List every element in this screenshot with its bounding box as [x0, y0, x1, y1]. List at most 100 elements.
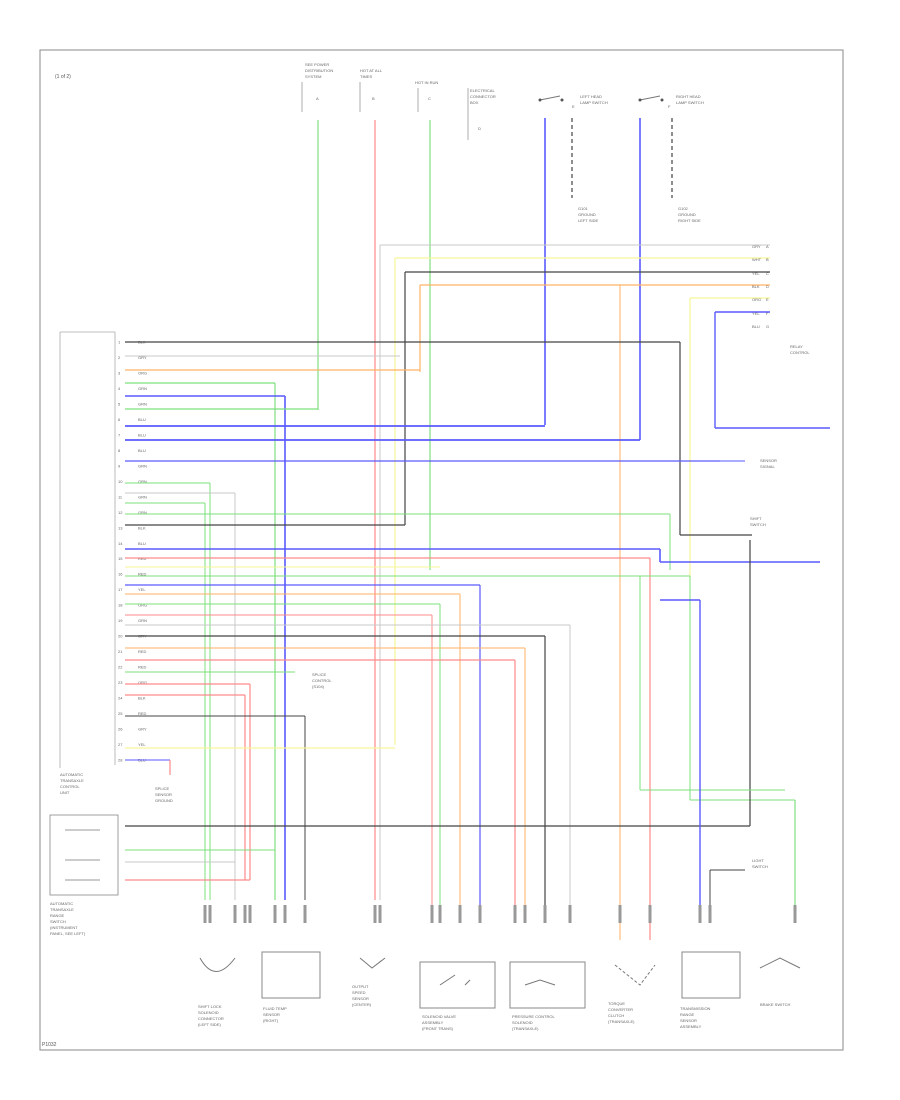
- module-pin-number: 16: [118, 572, 123, 577]
- module-pin-number: 27: [118, 742, 123, 747]
- svg-text:GROUND: GROUND: [578, 212, 596, 217]
- svg-text:CLUTCH: CLUTCH: [608, 1013, 624, 1018]
- module-pin-row: 19 GRN: [118, 618, 147, 623]
- footer-code: P1032: [42, 1042, 57, 1048]
- svg-text:AUTOMATIC: AUTOMATIC: [60, 772, 83, 777]
- module-pin-color: GRN: [138, 618, 147, 623]
- svg-text:SOLENOID: SOLENOID: [198, 1010, 219, 1015]
- connector-stub: [648, 905, 652, 923]
- connector-stub: [378, 905, 382, 923]
- mid-splice-1: SPLICE: [312, 672, 327, 677]
- module-pin-number: 13: [118, 525, 123, 530]
- module-pin-number: 22: [118, 665, 123, 670]
- module-pin-row: 22 RED: [118, 665, 147, 670]
- svg-text:(TRANSAXLE): (TRANSAXLE): [608, 1019, 635, 1024]
- module-pin-row: 10 GRN: [118, 479, 147, 484]
- module-pin-color: GRN: [138, 463, 147, 468]
- svg-text:SENSOR: SENSOR: [263, 1012, 280, 1017]
- module-pin-color: BLU: [138, 448, 146, 453]
- svg-text:CONNECTOR: CONNECTOR: [470, 94, 496, 99]
- connector-stub: [458, 905, 462, 923]
- top-connector-2: HOT AT ALL TIMES B: [359, 68, 383, 112]
- bottom-splice-3: GROUND: [155, 798, 173, 803]
- module-pin-number: 19: [118, 618, 123, 623]
- module-pin-number: 26: [118, 727, 123, 732]
- svg-text:ORG: ORG: [752, 297, 761, 302]
- bottom-component-6: TORQUE CONVERTER CLUTCH (TRANSAXLE): [608, 964, 656, 1024]
- svg-text:LAMP SWITCH: LAMP SWITCH: [676, 100, 704, 105]
- connector-stub: [513, 905, 517, 923]
- module-pin-number: 6: [118, 417, 121, 422]
- header-code: (1 of 2): [55, 74, 71, 80]
- module-pin-color: BLK: [138, 696, 146, 701]
- bottom-splice-2: SENSOR: [155, 792, 172, 797]
- svg-text:F: F: [766, 311, 769, 316]
- module-pin-number: 11: [118, 494, 123, 499]
- module-pin-color: GRN: [138, 479, 147, 484]
- module-pin-number: 14: [118, 541, 123, 546]
- connector-stub: [543, 905, 547, 923]
- svg-text:(INSTRUMENT: (INSTRUMENT: [50, 925, 78, 930]
- svg-text:CONNECTOR: CONNECTOR: [198, 1016, 224, 1021]
- svg-text:SOLENOID VALVE: SOLENOID VALVE: [422, 1014, 456, 1019]
- svg-text:HOT AT ALL: HOT AT ALL: [360, 68, 383, 73]
- sensor-label-1: SENSOR: [760, 458, 777, 463]
- svg-text:TRANSAXLE: TRANSAXLE: [50, 907, 74, 912]
- module-pin-color: RED: [138, 649, 147, 654]
- svg-text:SENSOR: SENSOR: [352, 996, 369, 1001]
- module-pin-color: GRN: [138, 510, 147, 515]
- module-pin-number: 23: [118, 680, 123, 685]
- svg-text:BLK: BLK: [752, 284, 760, 289]
- module-pin-number: 4: [118, 386, 121, 391]
- svg-text:LAMP SWITCH: LAMP SWITCH: [580, 100, 608, 105]
- ground-left: G101 GROUND LEFT SIDE: [571, 118, 598, 223]
- connector-stub: [523, 905, 527, 923]
- svg-text:PRESSURE CONTROL: PRESSURE CONTROL: [512, 1014, 555, 1019]
- svg-text:SOLENOID: SOLENOID: [512, 1020, 533, 1025]
- module-pin-number: 5: [118, 401, 121, 406]
- top-connector-1: SEE POWER DISTRIBUTION SYSTEM A: [301, 62, 333, 112]
- switch-label-1: SHIFT: [750, 516, 762, 521]
- svg-text:LEFT SIDE: LEFT SIDE: [578, 218, 598, 223]
- svg-text:G101: G101: [578, 206, 589, 211]
- module-pin-color: RED: [138, 556, 147, 561]
- top-switch-right: RIGHT HEAD LAMP SWITCH F: [638, 94, 704, 109]
- module-pin-number: 10: [118, 479, 123, 484]
- svg-text:SYSTEM: SYSTEM: [305, 74, 321, 79]
- connector-stub: [243, 905, 247, 923]
- svg-text:D: D: [478, 126, 481, 131]
- bottom-component-5: PRESSURE CONTROL SOLENOID (TRANSAXLE): [509, 961, 586, 1031]
- bottom-component-7: TRANSMISSION RANGE SENSOR ASSEMBLY: [680, 951, 741, 1029]
- svg-text:A: A: [766, 244, 769, 249]
- left-switch-box: [49, 814, 119, 896]
- svg-text:RANGE: RANGE: [680, 1012, 695, 1017]
- module-pin-color: ORG: [138, 603, 147, 608]
- connector-stub: [708, 905, 712, 923]
- module-pin-color: BLK: [138, 525, 146, 530]
- svg-text:(RIGHT): (RIGHT): [263, 1018, 279, 1023]
- connector-stub: [430, 905, 434, 923]
- module-pin-number: 3: [118, 370, 121, 375]
- connector-stub: [438, 905, 442, 923]
- module-pin-color: YEL: [138, 742, 146, 747]
- module-pin-color: RED: [138, 665, 147, 670]
- svg-text:WHT: WHT: [752, 257, 762, 262]
- module-pin-number: 8: [118, 448, 121, 453]
- top-connector-3: HOT IN RUN C: [415, 80, 438, 112]
- module-pin-color: RED: [138, 711, 147, 716]
- connector-stub: [303, 905, 307, 923]
- svg-text:SEE POWER: SEE POWER: [305, 62, 329, 67]
- svg-text:SWITCH: SWITCH: [50, 919, 66, 924]
